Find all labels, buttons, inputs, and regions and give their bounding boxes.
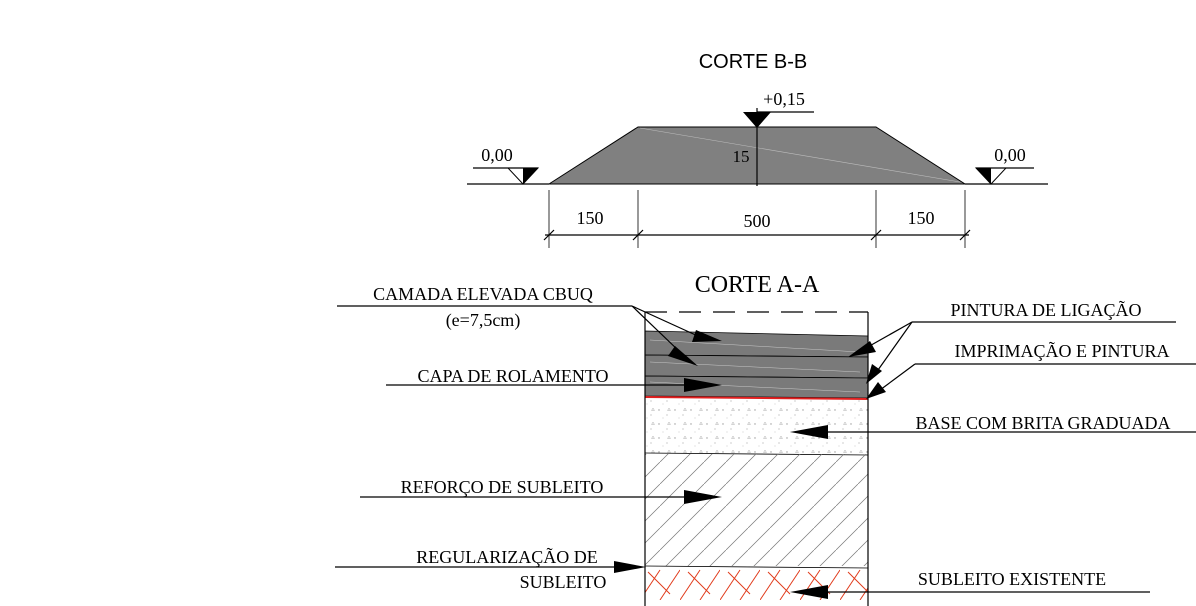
section-bb: CORTE B-B 15 +0,15 0,00 0,00: [467, 51, 1048, 248]
imprimacao-line: [644, 396, 869, 400]
layer-subleito-existente: [645, 567, 868, 606]
elevation-top: +0,15: [763, 89, 805, 109]
label-camada-espessura: (e=7,5cm): [446, 310, 521, 331]
elevation-left: 0,00: [481, 145, 513, 165]
label-camada-elevada: CAMADA ELEVADA CBUQ: [373, 284, 593, 304]
dimension-chain: [543, 190, 971, 248]
pavement-layers: [644, 311, 869, 606]
arrow-imprimacao: [866, 382, 886, 399]
arrow-base-brita: [790, 425, 828, 439]
layer-reforco-subleito: [645, 454, 868, 566]
label-subleito-existente: SUBLEITO EXISTENTE: [918, 569, 1106, 589]
label-imprimacao: IMPRIMAÇÃO E PINTURA: [954, 340, 1169, 361]
dim-center: 500: [744, 211, 771, 231]
arrow-camada-2: [668, 346, 698, 366]
height-label: 15: [733, 147, 750, 166]
arrow-capa-rolamento: [684, 378, 722, 392]
arrow-pintura-1: [848, 341, 876, 357]
arrow-subleito-existente: [790, 585, 828, 599]
arrow-camada-1: [692, 330, 722, 342]
label-pintura-ligacao: PINTURA DE LIGAÇÃO: [951, 299, 1142, 320]
label-regularizacao-1: REGULARIZAÇÃO DE: [416, 546, 598, 567]
elevation-marker-top: [743, 112, 771, 128]
hump-texture-line: [639, 127, 961, 183]
section-aa: CORTE A-A CAMADA ELEVAD: [335, 272, 1196, 606]
dim-right: 150: [908, 208, 935, 228]
label-capa-rolamento: CAPA DE ROLAMENTO: [417, 366, 608, 386]
label-reforco: REFORÇO DE SUBLEITO: [401, 477, 604, 497]
section-bb-title: CORTE B-B: [699, 51, 808, 73]
arrow-pintura-2: [866, 364, 882, 384]
dim-left: 150: [577, 208, 604, 228]
label-regularizacao-2: SUBLEITO: [520, 572, 607, 592]
arrow-regularizacao: [614, 561, 646, 573]
elevation-right: 0,00: [994, 145, 1026, 165]
layer-base-brita: [645, 399, 868, 453]
section-aa-title: CORTE A-A: [695, 272, 820, 298]
arrow-reforco: [684, 490, 722, 504]
elevation-marker-left: [506, 167, 540, 185]
elevation-marker-right: [974, 167, 1008, 185]
label-base-brita: BASE COM BRITA GRADUADA: [915, 413, 1170, 433]
